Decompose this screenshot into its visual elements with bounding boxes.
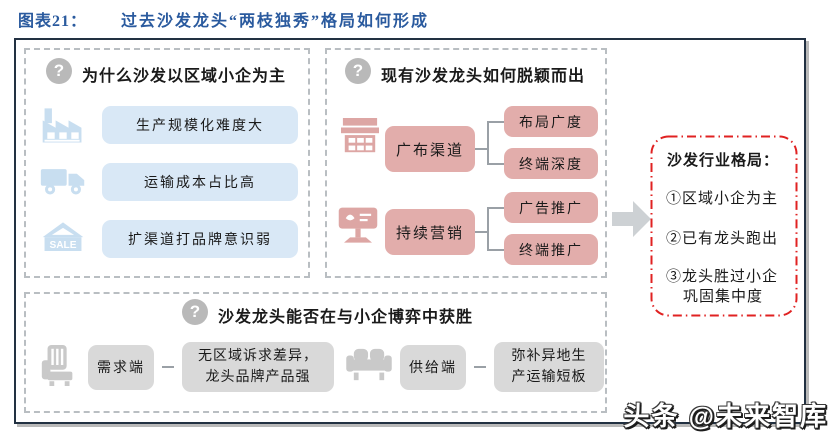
connector-line: [474, 366, 486, 368]
connector-line: [487, 163, 504, 165]
question-mark-icon: ?: [182, 299, 208, 325]
argument-line: 产运输短板: [511, 370, 587, 385]
connector-line: [487, 249, 504, 251]
connector-line: [487, 121, 504, 123]
connector-line: [487, 121, 489, 165]
branch-pill: 布局广度: [504, 106, 598, 137]
sofa-icon: [346, 347, 392, 388]
strategy-pill: 广布渠道: [385, 126, 475, 172]
demand-side-row: 需求端 无区域诉求差异， 龙头品牌产品强: [38, 342, 334, 392]
side-pill: 供给端: [400, 344, 466, 390]
industry-result-box: 沙发行业格局： ①区域小企为主 ②已有龙头跑出 ③龙头胜过小企 巩固集中度: [650, 135, 798, 317]
argument-line: 龙头品牌产品强: [205, 370, 311, 385]
figure-number: 图表21：: [18, 13, 88, 30]
argument-line: 无区域诉求差异，: [198, 349, 318, 364]
svg-text:SALE: SALE: [49, 240, 76, 251]
reason-pill: 生产规模化难度大: [102, 106, 298, 144]
supply-side-row: 供给端 弥补异地生 产运输短板: [346, 342, 604, 392]
result-item: ③龙头胜过小企: [666, 269, 779, 285]
branch-pill: 广告推广: [504, 192, 598, 223]
figure-title-text: 过去沙发龙头“两枝独秀”格局如何形成: [121, 13, 430, 30]
panel-bottom-header: 沙发龙头能否在与小企博弈中获胜: [218, 309, 474, 326]
sale-stall-icon: SALE: [38, 220, 88, 258]
billboard-icon: [337, 203, 379, 254]
watermark: 头条 @未来智库: [623, 401, 828, 431]
branch-pill: 终端推广: [504, 234, 598, 265]
strategy-pill: 持续营销: [385, 209, 475, 255]
factory-icon: [38, 102, 88, 148]
argument-pill: 弥补异地生 产运输短板: [494, 342, 604, 392]
right-arrow-icon: [612, 200, 652, 243]
store-icon: [341, 116, 379, 163]
result-item: ①区域小企为主: [666, 191, 779, 207]
panel-left-header: 为什么沙发以区域小企为主: [82, 68, 287, 85]
connector-line: [475, 231, 487, 233]
panel-leaders-vs-small: ? 沙发龙头能否在与小企博弈中获胜 需求端 无区域诉求差异， 龙头品牌产品强: [24, 292, 607, 413]
panel-why-small-firms: ? 为什么沙发以区域小企为主 生产规模化难度大 运输成本占比高: [24, 48, 310, 278]
connector-line: [487, 207, 489, 251]
argument-pill: 无区域诉求差异， 龙头品牌产品强: [182, 342, 334, 392]
result-item-continuation: 巩固集中度: [683, 289, 764, 305]
red-dashdot-border: [650, 135, 798, 317]
reason-row: 生产规模化难度大: [38, 102, 298, 148]
reason-pill: 扩渠道打品牌意识弱: [102, 220, 298, 258]
truck-icon: [38, 162, 88, 202]
branch-pill: 终端深度: [504, 148, 598, 179]
side-pill: 需求端: [88, 344, 154, 390]
figure-title: 图表21： 过去沙发龙头“两枝独秀”格局如何形成: [18, 7, 429, 31]
connector-line: [475, 148, 487, 150]
sale-stall-icon-row: SALE 扩渠道打品牌意识弱: [38, 220, 298, 258]
connector-line: [162, 366, 174, 368]
result-title: 沙发行业格局：: [667, 153, 780, 169]
argument-line: 弥补异地生: [511, 349, 587, 364]
panel-how-leaders-emerge: ? 现有沙发龙头如何脱颖而出 广布渠道 布局广度 终端深度 持续营销 广告推广 …: [325, 48, 607, 278]
armchair-icon: [38, 343, 80, 392]
question-mark-icon: ?: [46, 58, 72, 84]
reason-pill: 运输成本占比高: [102, 163, 298, 201]
result-item: ②已有龙头跑出: [666, 231, 779, 247]
connector-line: [487, 207, 504, 209]
question-mark-icon: ?: [345, 58, 371, 84]
panel-mid-header: 现有沙发龙头如何脱颖而出: [381, 68, 586, 85]
reason-row: 运输成本占比高: [38, 162, 298, 202]
